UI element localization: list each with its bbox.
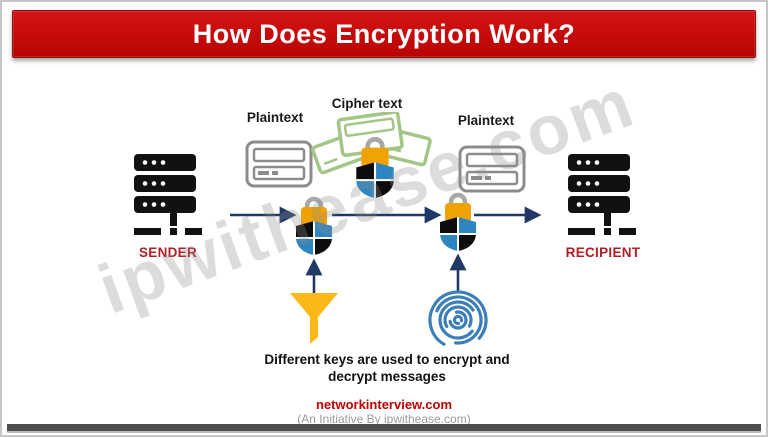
footer-site-link[interactable]: networkinterview.com [315,397,453,412]
footer-subtitle: (An Initiative By ipwithease.com) [297,412,471,426]
fingerprint-key-icon [426,288,490,352]
caption: Different keys are used to encrypt and d… [217,351,557,385]
title-banner: How Does Encryption Work? [12,10,756,58]
encryption-padlock-shield-icon [294,194,334,256]
caption-line1: Different keys are used to encrypt and [264,352,510,367]
sender-label: SENDER [138,245,198,260]
decryption-padlock-shield-icon [438,190,478,252]
cipher-text-label: Cipher text [331,96,403,111]
recipient-label: RECIPIENT [565,245,641,260]
sender-server-stack-icon [130,152,206,242]
page-title: How Does Encryption Work? [192,18,576,49]
recipient-server-stack-icon [564,152,640,242]
funnel-key-icon [289,291,339,345]
frame-bottom-edge [7,424,761,433]
plaintext-right-label: Plaintext [457,113,515,128]
scattered-cards-icon [308,112,434,200]
plaintext-left-card-icon [245,140,313,188]
plaintext-right-card-icon [458,145,526,193]
caption-line2: decrypt messages [328,369,446,384]
cipher-padlock-shield-icon [354,134,396,199]
plaintext-left-label: Plaintext [246,110,304,125]
